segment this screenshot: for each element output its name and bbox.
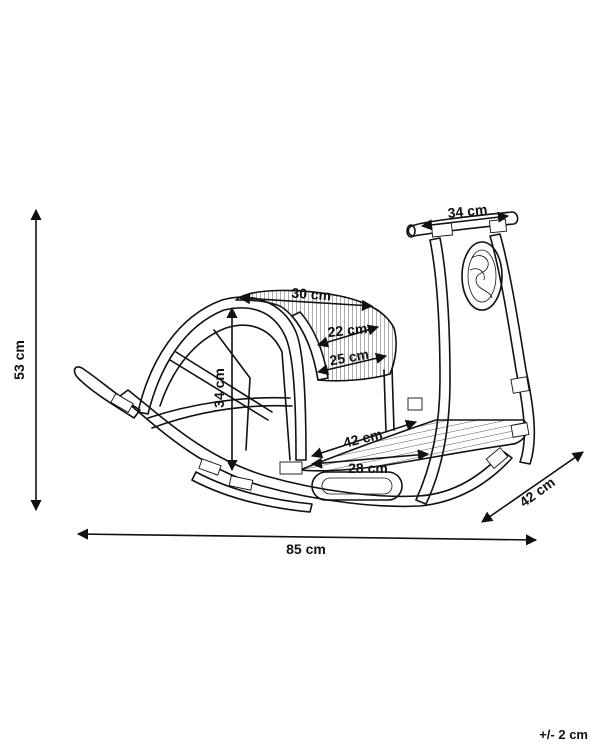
rear-arch-inner <box>159 324 291 461</box>
handle-width-label: 34 cm <box>447 201 488 221</box>
seat-front-dimension-line <box>316 352 388 376</box>
seat-leg <box>391 367 395 431</box>
foot-loop-inner <box>321 477 393 495</box>
seat-leg <box>383 369 387 433</box>
height-label: 53 cm <box>11 340 27 380</box>
length-label: 85 cm <box>286 541 326 557</box>
seat-height-label: 34 cm <box>211 368 227 408</box>
seat-front-label: 25 cm <box>328 346 370 369</box>
depth-label: 42 cm <box>516 474 558 510</box>
seat-top-dimension-line <box>238 293 374 311</box>
dimension-lines <box>30 208 584 546</box>
foot-loop <box>311 471 403 501</box>
cross-brace <box>175 351 273 413</box>
handle-width-dimension-line <box>420 211 510 231</box>
footrest-width-dimension-line <box>310 449 430 469</box>
footrest-width-label: 28 cm <box>348 460 388 476</box>
length-dimension-line <box>76 528 538 546</box>
rear-arch <box>137 296 307 461</box>
rocker-runner-lower <box>191 471 313 513</box>
horse-head-medallion-icon <box>461 241 503 311</box>
floor-rail <box>147 396 291 419</box>
handle-end <box>406 224 416 238</box>
floor-rail <box>151 404 293 429</box>
front-neck <box>415 237 451 505</box>
seat-mid-label: 22 cm <box>327 320 368 340</box>
cross-brace <box>169 359 269 421</box>
depth-dimension-line <box>481 451 584 523</box>
seat-top-label: 30 cm <box>291 285 332 304</box>
tolerance-note: +/- 2 cm <box>539 727 588 742</box>
rocking-horse-drawing <box>73 211 536 513</box>
seat-mid-dimension-line <box>316 324 380 348</box>
inner-brace <box>213 329 251 451</box>
